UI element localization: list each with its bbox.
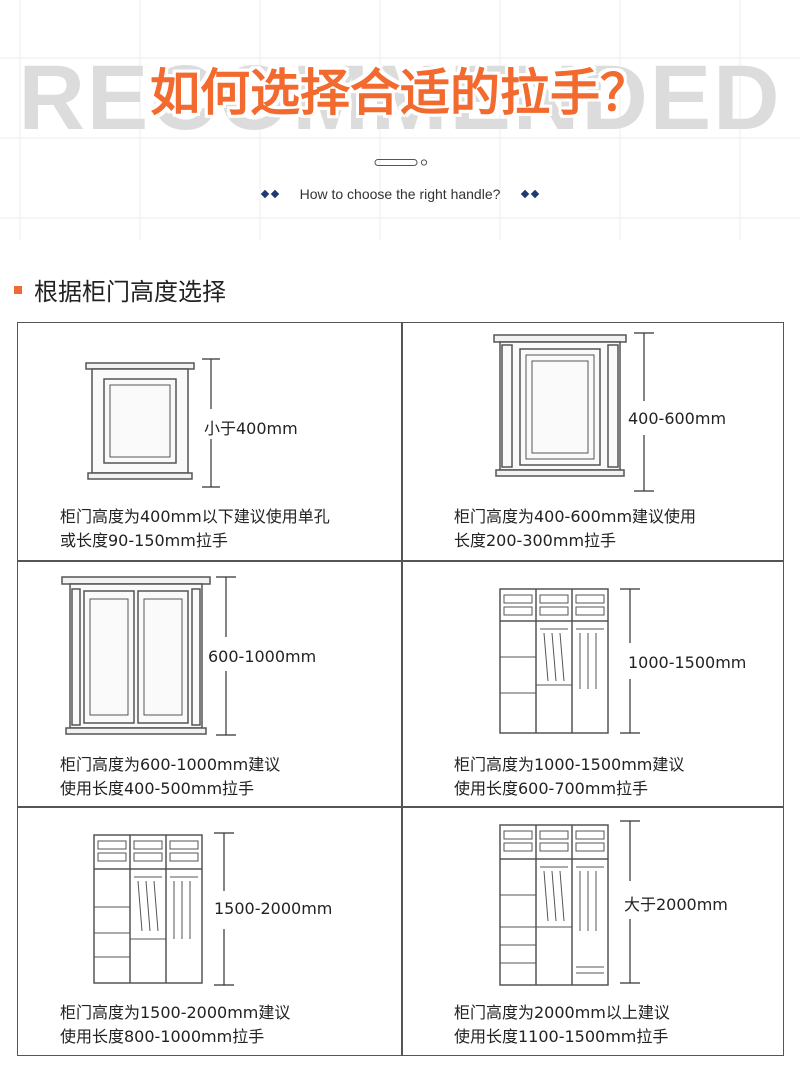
cell-over-2000: 大于2000mm 柜门高度为2000mm以上建议 使用长度1100-1500mm… [402,807,785,1051]
section-title: 根据柜门高度选择 [34,278,226,306]
cell-under-400: 小于400mm 柜门高度为400mm以下建议使用单孔 或长度90-150mm拉手 [18,323,401,567]
grid-background [0,0,800,240]
caption-line-1: 柜门高度为2000mm以上建议 [454,1003,670,1022]
double-door-cabinet-icon [61,576,236,736]
caption-line-1: 柜门高度为400-600mm建议使用 [454,507,697,526]
page-title: 如何选择合适的拉手？ [150,64,650,122]
small-cabinet-icon [85,358,220,488]
cell-1500-2000: 1500-2000mm 柜门高度为1500-2000mm建议 使用长度800-1… [18,807,401,1051]
caption-line-2: 使用长度400-500mm拉手 [60,779,255,798]
caption-line-2: 使用长度800-1000mm拉手 [60,1027,265,1046]
caption-line-2: 使用长度600-700mm拉手 [454,779,649,798]
caption-line-2: 或长度90-150mm拉手 [60,531,228,550]
page-header: RECOMMENDED 如何选择合适的拉手？ How to choose the… [0,0,800,240]
cell-600-1000: 600-1000mm 柜门高度为600-1000mm建议 使用长度400-500… [18,561,401,805]
caption-line-1: 柜门高度为1000-1500mm建议 [454,755,685,774]
wardrobe-icon [499,588,640,734]
caption-line-1: 柜门高度为600-1000mm建议 [60,755,281,774]
diamond-right-icon [521,189,540,199]
large-wardrobe-icon [93,832,234,986]
subtitle-row: How to choose the right handle? [0,184,800,204]
caption-line-1: 柜门高度为400mm以下建议使用单孔 [60,507,330,526]
handle-size-grid: 小于400mm 柜门高度为400mm以下建议使用单孔 或长度90-150mm拉手… [17,322,784,1056]
grid-divider [18,806,783,808]
cell-1000-1500: 1000-1500mm 柜门高度为1000-1500mm建议 使用长度600-7… [402,561,785,805]
medium-cabinet-icon [493,332,654,492]
caption-line-2: 使用长度1100-1500mm拉手 [454,1027,669,1046]
extra-large-wardrobe-icon [499,820,640,986]
dimension-label: 600-1000mm [208,647,317,666]
dimension-label: 1500-2000mm [214,899,333,918]
watermark-text: RECOMMENDED [18,47,782,149]
diamond-left-icon [260,189,279,199]
caption-line-2: 长度200-300mm拉手 [454,531,617,550]
dimension-label: 400-600mm [628,409,727,428]
dimension-label: 小于400mm [204,419,298,438]
dimension-label: 1000-1500mm [628,653,747,672]
dimension-label: 大于2000mm [624,895,728,914]
grid-divider [401,323,403,1055]
pill-ornament-icon [374,159,428,166]
caption-line-1: 柜门高度为1500-2000mm建议 [60,1003,291,1022]
cell-400-600: 400-600mm 柜门高度为400-600mm建议使用 长度200-300mm… [402,323,785,567]
section-heading: 根据柜门高度选择 [14,272,226,307]
grid-divider [18,560,783,562]
subtitle: How to choose the right handle? [299,186,501,202]
section-marker-icon [14,285,22,294]
